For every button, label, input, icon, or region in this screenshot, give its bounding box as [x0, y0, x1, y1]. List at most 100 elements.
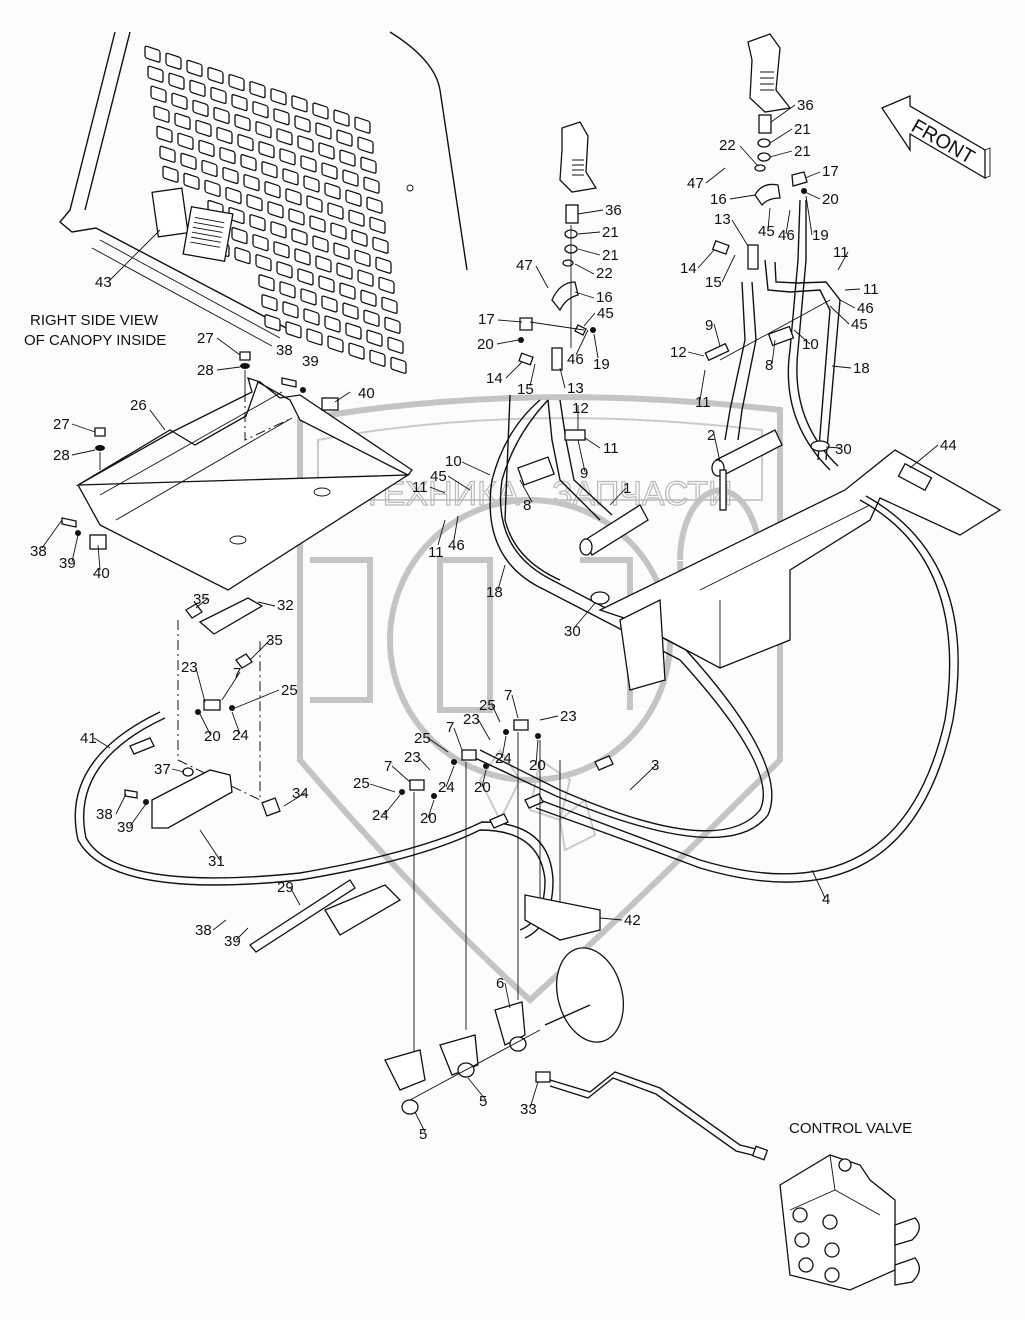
callout-9: 9 [705, 317, 713, 334]
leader-line [535, 265, 549, 289]
mesh-cell [318, 275, 335, 293]
callout-45: 45 [758, 223, 775, 240]
callout-7: 7 [384, 758, 392, 775]
callout-11: 11 [833, 244, 849, 261]
callout-15: 15 [517, 381, 534, 398]
callout-5: 5 [419, 1126, 427, 1143]
mesh-cell [387, 336, 404, 354]
mesh-cell [324, 315, 341, 333]
callout-45: 45 [430, 468, 447, 485]
mesh-cell [291, 95, 308, 113]
callout-21: 21 [794, 121, 811, 138]
leader-line [414, 1111, 426, 1133]
leader-line [257, 601, 276, 607]
callout-13: 13 [567, 380, 584, 397]
pedal-bracket-31 [151, 769, 233, 829]
mesh-cell [300, 288, 317, 306]
leader-line [497, 564, 506, 591]
callout-28: 28 [53, 447, 70, 464]
leader-line [429, 486, 446, 494]
mesh-cell [294, 115, 311, 133]
mesh-cell [189, 79, 206, 97]
callout-38: 38 [276, 342, 293, 359]
leader-line [629, 764, 657, 791]
callout-36: 36 [605, 202, 622, 219]
canopy-edge [389, 31, 468, 271]
pedal-lever-6 [494, 1001, 526, 1046]
mesh-cell [330, 222, 347, 240]
leader-line [417, 756, 431, 771]
decal-labels [151, 187, 234, 263]
mesh-cell [261, 294, 278, 312]
leader-line [71, 534, 79, 563]
cable-18-right [764, 259, 831, 461]
callout-29: 29 [277, 879, 294, 896]
callout-44: 44 [940, 437, 957, 454]
callout-27: 27 [197, 330, 214, 347]
mesh-cell [258, 141, 275, 159]
callout-13: 13 [714, 211, 731, 228]
leader-line [453, 727, 463, 751]
yoke-13-center [551, 347, 563, 371]
callout-18: 18 [486, 584, 503, 601]
leader-line [467, 1077, 487, 1101]
leader-line [109, 229, 161, 281]
leader-line [221, 671, 241, 701]
mesh-cell [339, 282, 356, 300]
mesh-cell [159, 145, 176, 163]
callout-39: 39 [302, 353, 319, 370]
callout-12: 12 [572, 400, 589, 417]
leader-line [41, 519, 63, 549]
bushing-35-left [185, 603, 203, 619]
clevis-7-left [203, 699, 221, 711]
mesh-cell [345, 322, 362, 340]
canopy-frame [59, 31, 291, 331]
callout-46: 46 [857, 300, 874, 317]
mesh-cell [231, 227, 248, 245]
callout-7: 7 [233, 665, 241, 682]
left-pedal-assembly [124, 597, 281, 829]
callout-8: 8 [765, 357, 773, 374]
leader-line [497, 319, 523, 323]
pedal-mount-block [324, 884, 402, 936]
leader-line [71, 449, 96, 456]
callout-39: 39 [117, 819, 134, 836]
callout-24: 24 [372, 807, 389, 824]
callout-41: 41 [80, 730, 97, 747]
callout-38: 38 [195, 922, 212, 939]
leader-line [283, 792, 306, 807]
leader-line [199, 713, 211, 735]
mesh-cell [171, 92, 188, 110]
mesh-cell [228, 73, 245, 92]
mesh-cell [195, 119, 212, 137]
callout-27: 27 [53, 416, 70, 433]
mesh-cell [258, 274, 275, 292]
mesh-cell [354, 249, 371, 267]
leader-line [453, 515, 459, 541]
canopy-mesh-grid [144, 45, 407, 374]
leader-line [445, 765, 455, 788]
mesh-cell [333, 242, 350, 260]
mesh-cell [366, 196, 383, 214]
leader-line [767, 207, 771, 231]
leader-line [149, 409, 166, 431]
mesh-cell [336, 129, 353, 147]
callout-14: 14 [486, 370, 503, 387]
pin-34 [261, 797, 281, 817]
mesh-cell [321, 295, 338, 313]
mesh-cell [339, 149, 356, 167]
callout-43: 43 [95, 274, 112, 291]
mesh-cell [216, 126, 233, 145]
control-rod [549, 1071, 761, 1151]
mesh-cell [354, 116, 371, 134]
leader-line [231, 711, 241, 735]
leader-line [699, 369, 706, 401]
callout-23: 23 [463, 711, 480, 728]
callout-11: 11 [863, 281, 879, 298]
mesh-cell [267, 201, 284, 219]
mesh-cell [198, 139, 215, 157]
mesh-cell [336, 262, 353, 280]
leader-line [97, 544, 101, 571]
clamp-16-right [754, 183, 781, 207]
mesh-cell [150, 85, 167, 103]
